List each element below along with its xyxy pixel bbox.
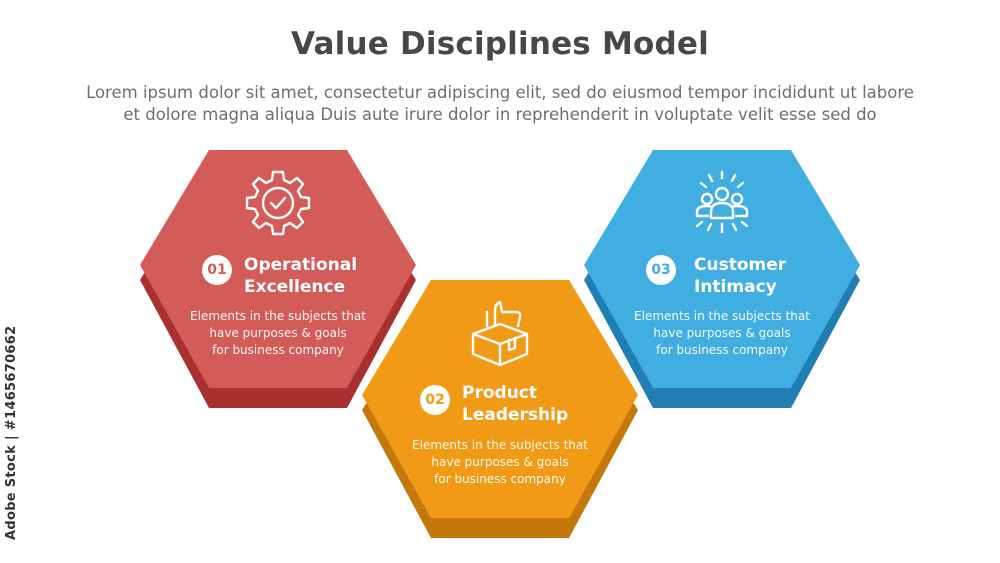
item-label-line: Intimacy (694, 277, 777, 297)
page-title: Value Disciplines Model (291, 26, 709, 62)
hexagon-operational-excellence: 01 Operational Excellence Elements in th… (140, 150, 416, 410)
item-label: Operational Excellence (244, 254, 357, 298)
hexagon-product-leadership: 02 Product Leadership Elements in the su… (362, 280, 638, 540)
item-description-line: Elements in the subjects that (634, 309, 810, 323)
hexagon-customer-intimacy: 03 Customer Intimacy Elements in the sub… (584, 150, 860, 410)
subtitle-line: Lorem ipsum dolor sit amet, consectetur … (86, 83, 914, 102)
team-icon (695, 170, 749, 234)
item-description-line: Elements in the subjects that (412, 438, 588, 452)
page-subtitle: Lorem ipsum dolor sit amet, consectetur … (30, 82, 970, 126)
number-badge: 02 (420, 385, 450, 415)
item-label: Product Leadership (462, 382, 568, 426)
stock-credit: Adobe Stock | #1465670662 (4, 325, 19, 540)
item-description-line: have purposes & goals (209, 326, 347, 340)
item-label-line: Leadership (462, 405, 569, 425)
item-description-line: for business company (212, 343, 344, 357)
hexagon-shape (362, 280, 638, 538)
item-label-line: Customer (694, 255, 787, 275)
item-description-line: Elements in the subjects that (190, 309, 366, 323)
item-description: Elements in the subjects that have purpo… (168, 308, 388, 359)
item-label: Customer Intimacy (694, 254, 786, 298)
item-description-line: have purposes & goals (653, 326, 791, 340)
item-description-line: have purposes & goals (431, 455, 569, 469)
subtitle-line: et dolore magna aliqua Duis aute irure d… (123, 105, 877, 124)
item-description: Elements in the subjects that have purpo… (612, 308, 832, 359)
number-badge: 01 (202, 255, 232, 285)
box-thumbs-up-icon (471, 300, 529, 367)
hexagon-shape (584, 150, 860, 408)
item-label-line: Product (462, 383, 537, 403)
number-badge: 03 (646, 255, 676, 285)
item-label-line: Excellence (244, 277, 346, 297)
hexagon-shape (140, 150, 416, 408)
item-description-line: for business company (434, 472, 566, 486)
item-label-line: Operational (244, 255, 358, 275)
item-description: Elements in the subjects that have purpo… (390, 437, 610, 488)
gear-check-icon (245, 170, 311, 236)
item-description-line: for business company (656, 343, 788, 357)
